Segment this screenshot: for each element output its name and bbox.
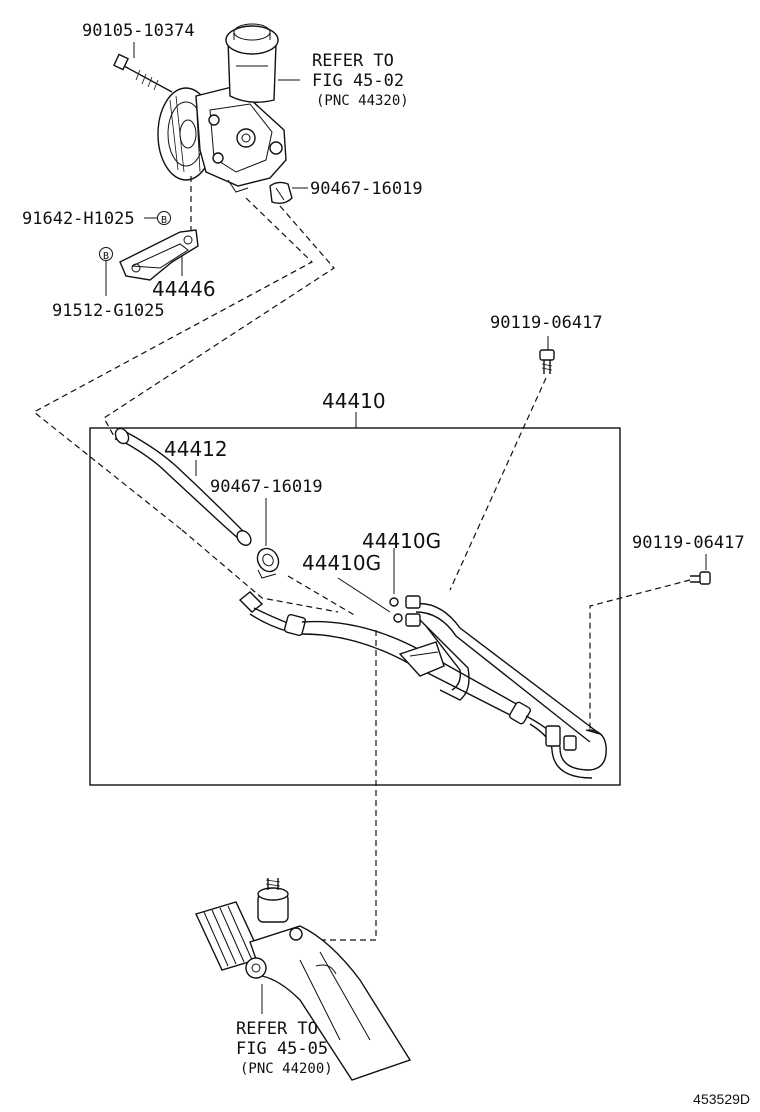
label-refer-top-line2: FIG 45-02 xyxy=(312,71,404,91)
bracket-44446[interactable] xyxy=(119,229,199,281)
label-clamp-90467-16019-mid: 90467-16019 xyxy=(210,477,323,497)
label-hose-44412: 44412 xyxy=(164,437,228,461)
label-refer-bottom-line1: REFER TO xyxy=(236,1019,318,1039)
label-union-bolt-90119-06417-right: 90119-06417 xyxy=(632,533,745,553)
label-union-bolt-90119-06417-upper: 90119-06417 xyxy=(490,313,603,333)
label-refer-top-line1: REFER TO xyxy=(312,51,394,71)
clamp-90467-16019-mid[interactable] xyxy=(253,545,282,579)
steering-gear-box[interactable] xyxy=(195,878,412,1081)
union-fitting-upper[interactable] xyxy=(405,595,421,627)
circle-b-upper: B xyxy=(161,215,167,226)
hose-assembly-box-44410 xyxy=(89,427,621,786)
label-bolt-91642-h1025: 91642-H1025 xyxy=(22,209,135,229)
diagram-id: 453529D xyxy=(693,1091,750,1107)
label-hose-assembly-44410: 44410 xyxy=(322,389,386,413)
power-steering-pump[interactable] xyxy=(157,23,287,193)
label-bracket-44446: 44446 xyxy=(152,277,216,301)
clamp-90467-16019-top[interactable] xyxy=(269,181,293,205)
label-gasket-44410g-lower: 44410G xyxy=(302,551,381,575)
label-bolt-90105-10374: 90105-10374 xyxy=(82,21,195,41)
label-clamp-90467-16019-top: 90467-16019 xyxy=(310,179,423,199)
gasket-44410g-lower[interactable] xyxy=(393,613,403,623)
label-refer-bottom-line3: (PNC 44200) xyxy=(240,1061,333,1077)
label-refer-bottom-line2: FIG 45-05 xyxy=(236,1039,328,1059)
bolt-marker-b-lower: B xyxy=(99,247,113,262)
union-bolt-90119-06417-right[interactable] xyxy=(690,571,711,585)
label-refer-top-line3: (PNC 44320) xyxy=(316,93,409,109)
circle-b-lower: B xyxy=(103,251,109,262)
bolt-90105-10374[interactable] xyxy=(113,53,173,93)
gasket-44410g-upper[interactable] xyxy=(389,597,399,607)
label-gasket-44410g-upper: 44410G xyxy=(362,529,441,553)
pressure-pipe-assembly[interactable] xyxy=(238,591,607,779)
bolt-marker-b-upper: B xyxy=(157,211,171,226)
hose-44412[interactable] xyxy=(113,426,254,548)
label-bolt-91512-g1025: 91512-G1025 xyxy=(52,301,165,321)
union-bolt-90119-06417-upper[interactable] xyxy=(539,349,555,374)
